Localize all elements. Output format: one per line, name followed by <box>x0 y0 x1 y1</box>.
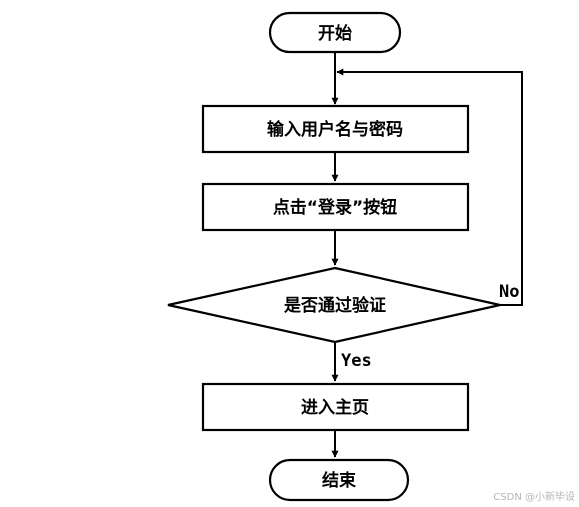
end-label: 结束 <box>322 470 356 491</box>
end-node: 结束 <box>268 458 410 502</box>
click-node: 点击“登录”按钮 <box>201 182 470 232</box>
start-label: 开始 <box>318 23 352 44</box>
end-terminal-shape <box>268 458 410 502</box>
click-label: 点击“登录”按钮 <box>273 197 397 218</box>
enter-label: 进入主页 <box>301 397 369 418</box>
watermark: CSDN @小新毕设 <box>493 490 575 503</box>
input-node: 输入用户名与密码 <box>201 104 470 154</box>
enter-node: 进入主页 <box>201 382 470 432</box>
decision-node: 是否通过验证 <box>167 266 501 344</box>
edge-no-loop <box>336 68 523 306</box>
start-node: 开始 <box>268 11 402 54</box>
input-label: 输入用户名与密码 <box>267 119 403 140</box>
yes-label: Yes <box>341 351 372 371</box>
no-label: No <box>499 282 519 302</box>
decision-label: 是否通过验证 <box>284 295 386 316</box>
input-process-shape <box>201 104 470 154</box>
